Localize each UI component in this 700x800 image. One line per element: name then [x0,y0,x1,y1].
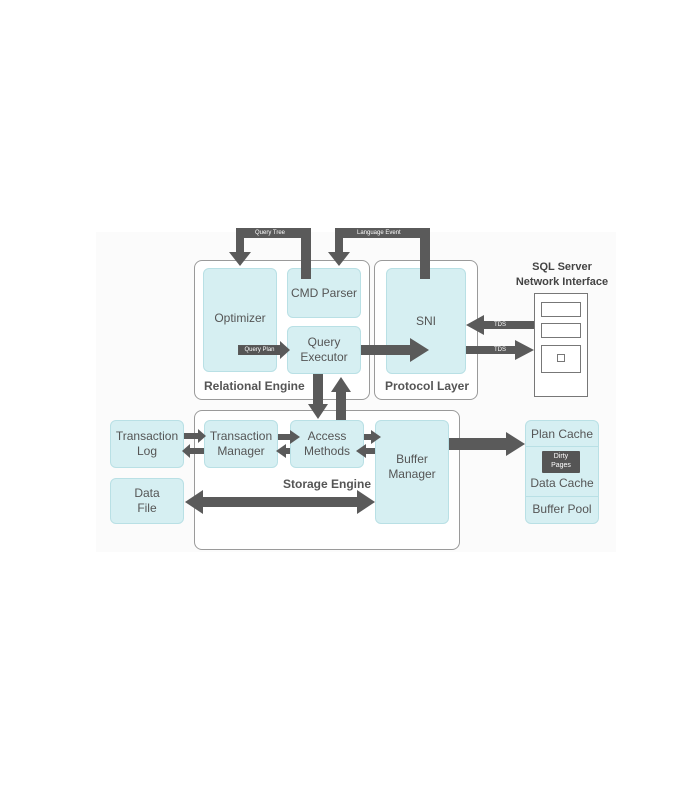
access-to-executor-arrow [331,377,351,420]
optimizer-label: Optimizer [214,310,266,325]
tds-out-label: TDS [494,347,506,353]
manager-to-log-arrow [182,444,204,458]
cmd-parser-box: CMD Parser [287,268,361,318]
executor-to-sni-arrow [361,338,429,362]
tds-in-label: TDS [494,322,506,328]
sni-label: SNI [415,313,436,328]
transaction-log-label: Transaction Log [115,429,179,458]
transaction-manager-box: Transaction Manager [204,420,278,468]
stack-divider [526,446,598,447]
server-slot [541,302,581,317]
access-to-buffer-arrow [364,430,381,444]
data-cache-label: Data Cache [530,476,594,490]
server-rack-icon [534,293,588,397]
datafile-buffer-arrow [185,490,375,514]
tds-out-arrow [466,340,534,360]
log-to-manager-arrow [184,429,206,443]
relational-engine-label: Relational Engine [204,379,305,393]
access-to-manager-arrow [276,444,290,458]
dirty-pages-tag: Dirty Pages [542,451,580,473]
server-title: SQL Server Network Interface [515,261,609,288]
plan-cache-label: Plan Cache [530,427,594,441]
sni-box: SNI [386,268,466,374]
language-event-arrow [328,228,430,279]
query-tree-label: Query Tree [255,230,286,236]
buffer-to-access-arrow [356,444,375,458]
buffer-to-pool-arrow [449,432,525,456]
query-executor-label: Query Executor [300,335,348,364]
access-methods-label: Access Methods [303,429,351,458]
protocol-layer-label: Protocol Layer [385,379,470,393]
tds-in-arrow [466,315,534,335]
stack-divider [526,496,598,497]
buffer-pool-label: Buffer Pool [532,502,592,516]
manager-to-access-arrow [278,430,300,444]
buffer-manager-box: Buffer Manager [375,420,449,524]
transaction-manager-label: Transaction Manager [209,429,273,458]
query-tree-arrow [229,228,311,279]
storage-engine-label: Storage Engine [283,477,372,491]
access-methods-box: Access Methods [290,420,364,468]
server-indicator [557,354,565,362]
query-plan-label: Query Plan [239,346,280,355]
data-file-box: Data File [110,478,184,524]
language-event-label: Language Event [357,230,401,236]
executor-to-access-arrow [308,374,328,419]
server-slot [541,323,581,338]
data-file-label: Data File [134,486,160,515]
transaction-log-box: Transaction Log [110,420,184,468]
cmd-parser-label: CMD Parser [290,285,357,300]
buffer-manager-label: Buffer Manager [388,452,436,481]
